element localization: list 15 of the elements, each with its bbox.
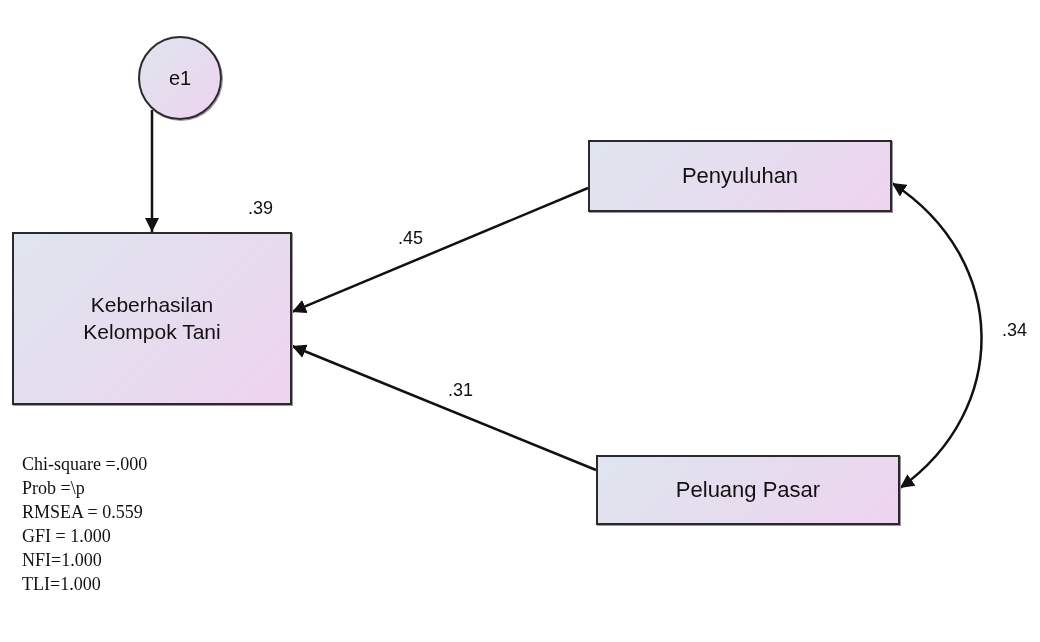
fit-statistic: NFI=1.000 <box>22 549 103 572</box>
arrow <box>145 109 159 232</box>
fit-statistic: RMSEA = 0.559 <box>22 501 144 524</box>
fit-statistic: Prob =\p <box>22 477 86 500</box>
arrow <box>291 186 589 314</box>
variable-box: Penyuluhan <box>588 140 892 212</box>
arrow <box>291 344 597 472</box>
fit-statistic: TLI=1.000 <box>22 573 102 596</box>
variable-box: Peluang Pasar <box>596 455 900 525</box>
error-circle: e1 <box>138 36 222 120</box>
fit-statistic: Chi-square =.000 <box>22 453 148 476</box>
curved-double-arrow <box>891 182 983 489</box>
fit-statistic: GFI = 1.000 <box>22 525 112 548</box>
variable-box: Keberhasilan Kelompok Tani <box>12 232 292 405</box>
r-squared-value: .39 <box>248 198 274 219</box>
